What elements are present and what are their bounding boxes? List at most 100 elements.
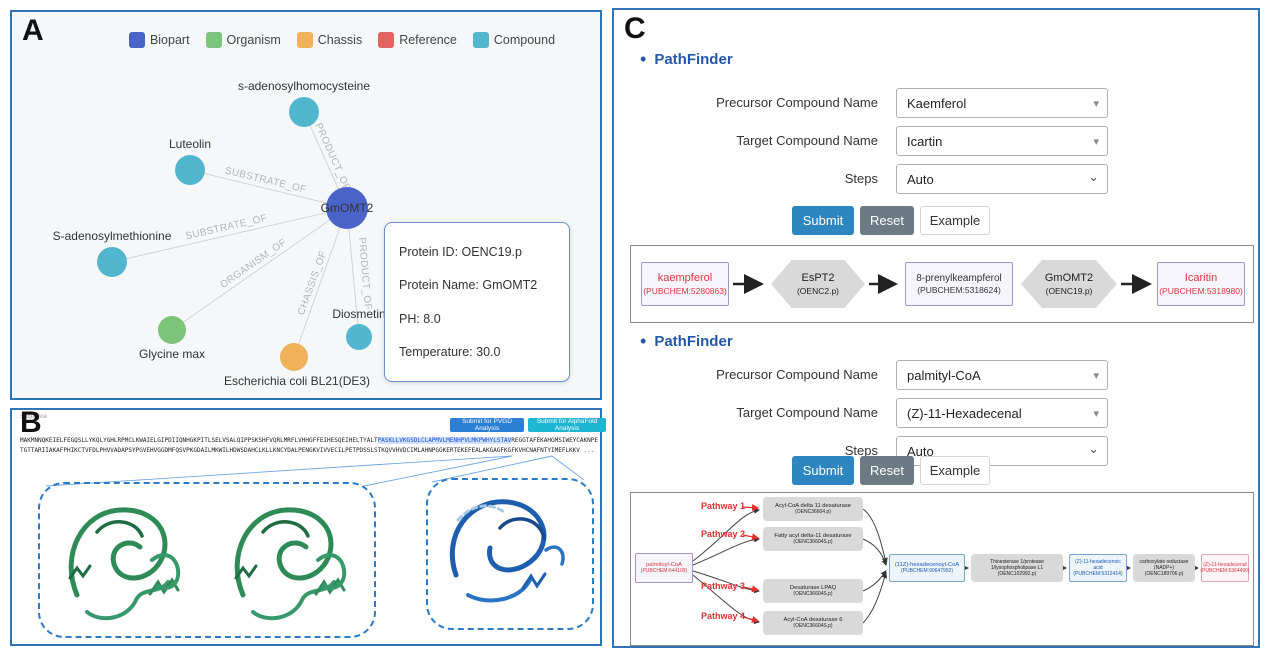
protein-structure-green-2[interactable] xyxy=(236,510,344,618)
edge-label-product-of: PRODUCT_OF xyxy=(356,237,373,311)
steps-select-1[interactable]: Auto ⌄ xyxy=(896,164,1108,194)
legend-item-organism[interactable]: Organism xyxy=(205,32,281,48)
pathfinder-heading: PathFinder xyxy=(654,332,733,350)
pathfinder-title-1: • PathFinder xyxy=(640,50,733,68)
reset-button-1[interactable]: Reset xyxy=(860,206,914,235)
bullet-icon: • xyxy=(640,49,647,69)
legend-item-compound[interactable]: Compound xyxy=(472,32,556,48)
legend-label: Biopart xyxy=(149,33,190,47)
edge-label-chassis-of: CHASSIS_OF xyxy=(296,250,329,317)
submit-button-1[interactable]: Submit xyxy=(792,206,854,235)
legend-label: Organism xyxy=(226,33,281,47)
pvgd-structures-box xyxy=(38,482,376,638)
compound-palmitoyl-coa[interactable]: palmitoyl-CoA (PUBCHEM:644109) xyxy=(635,553,693,583)
alphafold-structure-box xyxy=(426,478,594,630)
biopart-swatch-icon xyxy=(128,32,145,48)
submit-alphafold-button[interactable]: Submit for AlphaFold Analysis xyxy=(528,418,606,432)
protein-tooltip: Protein ID: OENC19.p Protein Name: GmOMT… xyxy=(384,222,570,382)
target-label-1: Target Compound Name xyxy=(736,133,878,148)
node-label: Glycine max xyxy=(139,347,205,361)
caret-down-icon: ▾ xyxy=(1093,98,1099,110)
enzyme-espt2[interactable]: EsPT2 (OENC2.p) xyxy=(771,260,865,308)
compound-11z-hexadecenoyl-coa[interactable]: (11Z)-hexadecenoyl-CoA (PUBCHEM:90647992… xyxy=(889,554,965,582)
steps-value-1: Auto xyxy=(907,171,934,187)
node-gmomt2-center[interactable] xyxy=(326,187,368,229)
tooltip-ph: PH: 8.0 xyxy=(399,311,441,326)
precursor-label-2: Precursor Compound Name xyxy=(716,367,878,382)
target-input-2[interactable]: (Z)-11-Hexadecenal ▾ xyxy=(896,398,1108,428)
green-protein-structures[interactable] xyxy=(40,484,370,632)
legend-item-chassis[interactable]: Chassis xyxy=(296,32,363,48)
legend-item-reference[interactable]: Reference xyxy=(378,32,457,48)
blue-protein-structure[interactable] xyxy=(428,480,588,624)
sequence-line-1: MAKMNNQKEIELFEGQSLLYKQLYGHLRPMCLKWAIELGI… xyxy=(20,437,598,444)
node-s-adenosylmethionine[interactable] xyxy=(97,247,127,277)
target-label-2: Target Compound Name xyxy=(736,405,878,420)
sequence-line-2: TGTTARIIAKAFPHIKCTVFDLPHVVADAPSYPGVEHVGG… xyxy=(20,447,598,454)
legend-item-biopart[interactable]: Biopart xyxy=(128,32,190,48)
legend-label: Chassis xyxy=(317,33,363,47)
compound-icaritin[interactable]: Icaritin (PUBCHEM:5318980) xyxy=(1157,262,1245,306)
sequence-text: TGTTARIIAKAFPHIKCTVFDLPHVVADAPSYPGVEHVGG… xyxy=(20,447,580,454)
node-s-adenosylhomocysteine[interactable] xyxy=(289,97,319,127)
target-value-1: Icartin xyxy=(907,133,943,149)
compound-z-11-hexadecenoic-acid[interactable]: (Z)-11-hexadecenoic acid (PUBCHEM:531241… xyxy=(1069,554,1127,582)
precursor-input-2[interactable]: palmityl-CoA ▾ xyxy=(896,360,1108,390)
graph-nodes xyxy=(97,97,372,371)
precursor-input-1[interactable]: Kaemferol ▾ xyxy=(896,88,1108,118)
compound-8-prenylkeampferol[interactable]: 8-prenylkeampferol (PUBCHEM:5318624) xyxy=(905,262,1013,306)
target-row-2: Target Compound Name (Z)-11-Hexadecenal … xyxy=(614,398,1258,430)
enzyme-fatty-acyl-delta-11-desaturase[interactable]: Fatty acyl delta-11 desaturase (OENC3660… xyxy=(763,527,863,551)
enzyme-gmomt2[interactable]: GmOMT2 (OENC19.p) xyxy=(1021,260,1117,308)
precursor-label-1: Precursor Compound Name xyxy=(716,95,878,110)
protein-structure-green-1[interactable] xyxy=(70,510,178,618)
target-input-1[interactable]: Icartin ▾ xyxy=(896,126,1108,156)
steps-label-2: Steps xyxy=(844,443,878,458)
steps-row-1: Steps Auto ⌄ xyxy=(614,164,1258,196)
node-label: Escherichia coli BL21(DE3) xyxy=(224,374,370,388)
sequence-label: Sequence xyxy=(20,414,48,420)
precursor-value-1: Kaemferol xyxy=(907,95,967,111)
panel-c-pathfinder: C • PathFinder Precursor Compound Name K… xyxy=(612,8,1260,648)
submit-button-2[interactable]: Submit xyxy=(792,456,854,485)
organism-swatch-icon xyxy=(205,32,222,48)
reset-button-2[interactable]: Reset xyxy=(860,456,914,485)
knowledge-graph-canvas[interactable]: PRODUCT_OF SUBSTRATE_OF SUBSTRATE_OF ORG… xyxy=(12,12,600,398)
node-diosmetin[interactable] xyxy=(346,324,372,350)
caret-down-icon: ▾ xyxy=(1093,136,1099,148)
node-glycine-max[interactable] xyxy=(158,316,186,344)
buttons-row-1: Submit Reset Example xyxy=(614,206,1258,238)
compound-swatch-icon xyxy=(472,32,489,48)
node-luteolin[interactable] xyxy=(175,155,205,185)
sequence-more-link[interactable]: ... More xyxy=(583,447,598,454)
edge-label-substrate-of: SUBSTRATE_OF xyxy=(185,213,269,243)
enzyme-acyl-coa-delta-11-desaturase[interactable]: Acyl-CoA delta 11 desaturase (OENC36604.… xyxy=(763,497,863,521)
sequence-highlight: PASKLLVKGSDLCLAPMVLMENHPVLMKPWHYLSTAV xyxy=(377,437,512,444)
chevron-down-icon: ⌄ xyxy=(1088,441,1099,456)
enzyme-acyl-coa-desaturase-6[interactable]: Acyl-CoA desaturase 6 (OENC36604S.p) xyxy=(763,611,863,635)
enzyme-desaturase-lpaq[interactable]: Desaturase LPAQ (OENC36604S.p) xyxy=(763,579,863,603)
node-label: Luteolin xyxy=(169,137,211,151)
chassis-swatch-icon xyxy=(296,32,313,48)
graph-legend: Biopart Organism Chassis Reference Compo… xyxy=(92,32,592,48)
precursor-row-2: Precursor Compound Name palmityl-CoA ▾ xyxy=(614,360,1258,392)
edge-label-organism-of: ORGANISM_OF xyxy=(218,237,288,291)
sequence-text: MAKMNNQKEIELFEGQSLLYKQLYGHLRPMCLKWAIELGI… xyxy=(20,437,378,444)
legend-label: Compound xyxy=(493,33,556,47)
pathway-result-2: Pathway 1 Pathway 2 Pathway 3 Pathway 4 … xyxy=(630,492,1254,646)
enzyme-thioesterase[interactable]: Thioesterase 1/protease 1/lysophospholip… xyxy=(971,554,1063,582)
example-button-2[interactable]: Example xyxy=(920,456,990,485)
pathfinder-title-2: • PathFinder xyxy=(640,332,733,350)
panel-a-knowledge-graph: A Biopart Organism Chassis Reference Com… xyxy=(10,10,602,400)
submit-pvgd-button[interactable]: Submit for PVGD Analysis xyxy=(450,418,524,432)
example-button-1[interactable]: Example xyxy=(920,206,990,235)
node-e-coli[interactable] xyxy=(280,343,308,371)
compound-kaempferol[interactable]: kaempferol (PUBCHEM:5280863) xyxy=(641,262,729,306)
pathway-arrows-1 xyxy=(733,274,1152,294)
precursor-value-2: palmityl-CoA xyxy=(907,367,981,383)
compound-z-11-hexadecenal[interactable]: (Z)-11-hexadecenal (PUBCHEM:5364490) xyxy=(1200,554,1250,582)
enzyme-carboxylate-reductase[interactable]: carboxylate reductase (NADP+) (OENC18970… xyxy=(1133,554,1195,582)
panel-b-letter: B xyxy=(20,406,42,439)
tooltip-protein-id: Protein ID: OENC19.p xyxy=(399,244,522,259)
bullet-icon: • xyxy=(640,331,647,351)
